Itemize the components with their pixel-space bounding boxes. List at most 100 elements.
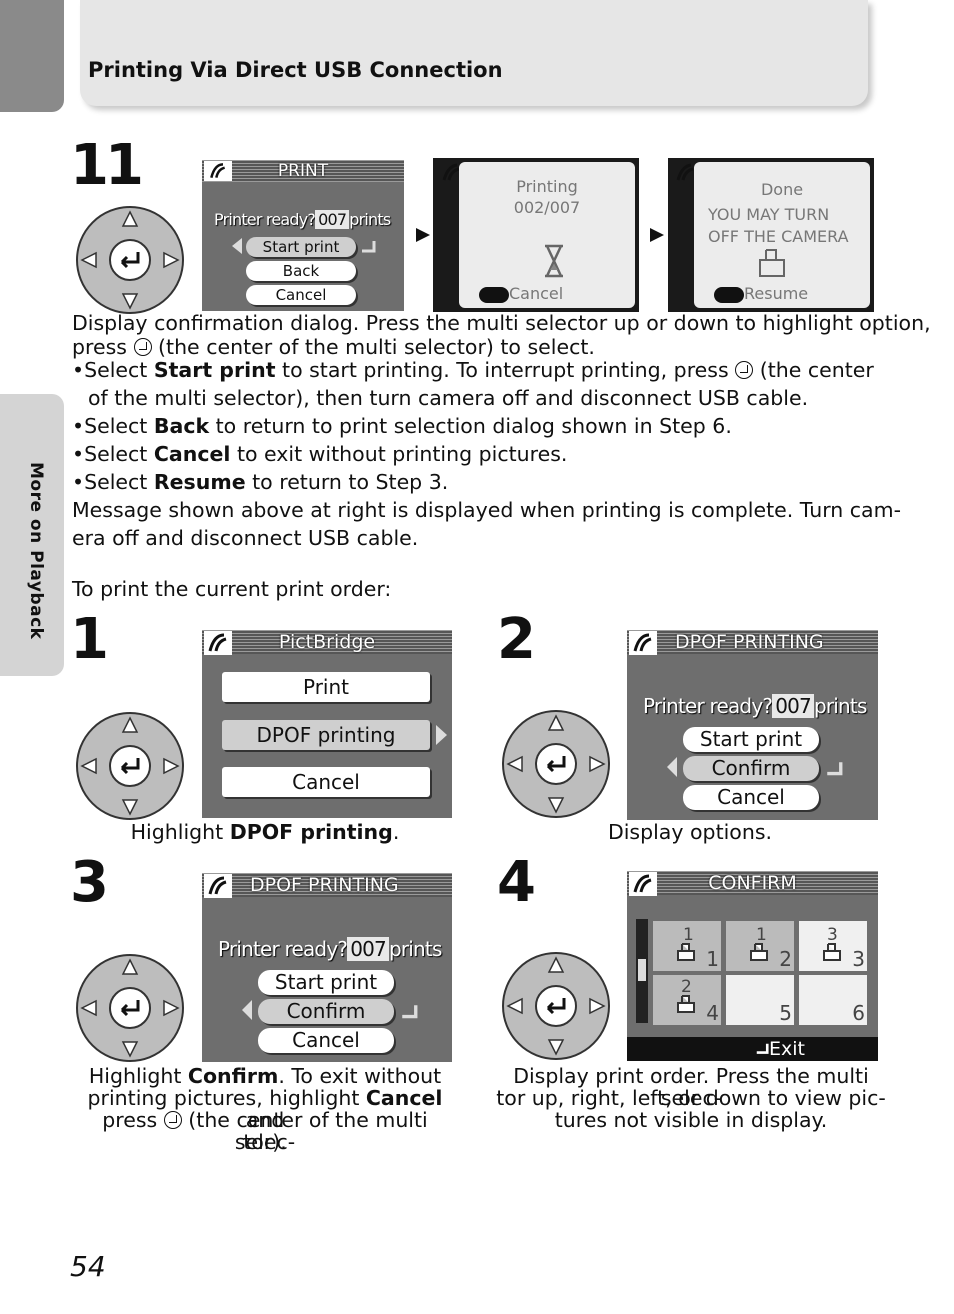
printer-icon [759,249,785,277]
left-arrow-icon [232,238,242,254]
pictbridge-logo-icon [204,631,232,655]
printing-screen: Printing 002/007 Cancel [433,158,639,312]
dpof-screen-title: DPOF PRINTING [250,874,399,896]
pictbridge-logo-icon [629,872,657,896]
intro-text: To print the current print order: [72,577,392,601]
scrollbar[interactable] [636,919,648,1023]
hourglass-icon [545,244,563,278]
message-line1: Message shown above at right is displaye… [72,498,901,522]
step4-caption-line3: tures not visible in display. [554,1108,828,1132]
enter-icon [827,762,843,776]
thumbnail-6[interactable]: 6 [799,975,867,1025]
enter-button-icon [735,361,754,379]
step3-caption-line1: Highlight Confirm. To exit without [88,1064,442,1088]
step3-caption-line3: press (the center of the multi selec- [102,1108,428,1154]
multi-selector-icon [76,954,184,1062]
printing-status: Printing [516,177,578,196]
next-arrow-icon [650,228,664,242]
step2-caption: Display options. [607,820,773,844]
print-screen-title: PRINT [277,161,329,181]
enter-icon [479,286,509,303]
confirm-option[interactable]: Confirm [258,999,394,1024]
confirm-screen-title: CONFIRM [708,872,797,894]
header-tab [0,0,64,112]
pictbridge-logo-icon [204,874,232,898]
enter-button-icon [163,1111,182,1129]
pictbridge-screen: PictBridge Print DPOF printing Cancel [202,630,452,818]
bullet-resume: •Select Resume to return to Step 3. [72,470,449,494]
pictbridge-screen-title: PictBridge [278,631,376,653]
printing-cancel[interactable]: Cancel [479,284,563,303]
back-option[interactable]: Back [246,261,356,281]
multi-selector-icon [502,952,610,1060]
start-print-option[interactable]: Start print [258,970,394,995]
pictbridge-logo-icon [629,631,657,655]
thumbnail-5[interactable]: 5 [726,975,794,1025]
multi-selector-icon [76,206,184,314]
step-number-4: 4 [497,850,536,915]
cancel-option[interactable]: Cancel [258,1028,394,1053]
print-count: 007 [347,937,389,961]
print-count: 007 [315,210,350,229]
side-tab [0,394,64,676]
step4-caption-line2: tor up, right, left, or down to view pic… [496,1086,886,1110]
dpof-screen-title: DPOF PRINTING [675,631,824,653]
thumbnail-4[interactable]: 2 4 [653,975,721,1025]
left-arrow-icon [242,1000,252,1020]
enter-icon [402,1005,418,1019]
enter-icon [756,1043,769,1054]
step-number-3: 3 [70,850,109,915]
done-message-line2: OFF THE CAMERA [708,227,849,246]
exit-button[interactable]: Exit [755,1038,805,1060]
left-arrow-icon [667,757,677,777]
bullet-start-print-line2: of the multi selector), then turn camera… [88,386,809,410]
printing-progress: 002/007 [513,198,581,217]
bullet-cancel: •Select Cancel to exit without printing … [72,442,568,466]
step-number-11: 11 [70,133,144,198]
pictbridge-logo-icon [676,163,694,181]
thumbnail-1[interactable]: 1 1 [653,921,721,971]
print-mark-icon [750,943,768,961]
print-mark-icon [677,995,695,1013]
step4-caption-line1: Display print order. Press the multi sel… [513,1064,869,1110]
side-tab-label: More on Playback [26,462,46,640]
page-title: Printing Via Direct USB Connection [88,58,503,82]
thumbnail-3[interactable]: 3 3 [799,921,867,971]
print-mark-icon [677,943,695,961]
next-arrow-icon [416,228,430,242]
pictbridge-logo-icon [204,161,232,181]
step-number-1: 1 [70,607,109,672]
start-print-option[interactable]: Start print [246,237,356,257]
step11-desc-line2: press (the center of the multi selector)… [72,335,595,359]
cancel-option[interactable]: Cancel [683,785,819,810]
scrollbar-thumb[interactable] [638,959,646,981]
enter-icon [362,241,376,253]
cancel-option[interactable]: Cancel [246,285,356,305]
step1-caption: Highlight DPOF printing. [130,820,400,844]
right-arrow-icon [436,725,447,745]
confirm-footer: Exit [627,1037,878,1061]
step3-caption-line4: tor). [243,1130,287,1154]
page-number: 54 [70,1250,106,1283]
message-line2: era off and disconnect USB cable. [72,526,419,550]
resume-option[interactable]: Resume [714,284,808,303]
start-print-option[interactable]: Start print [683,727,819,752]
thumbnail-2[interactable]: 1 2 [726,921,794,971]
confirm-option[interactable]: Confirm [683,756,819,781]
cancel-option[interactable]: Cancel [222,767,430,797]
bullet-back: •Select Back to return to print selectio… [72,414,732,438]
dpof-printing-option[interactable]: DPOF printing [222,720,430,750]
header-box [80,0,868,106]
step11-desc-line1: Display confirmation dialog. Press the m… [72,311,931,335]
done-message-line1: YOU MAY TURN [708,205,830,224]
bullet-start-print: •Select Start print to start printing. T… [72,358,874,382]
step-number-2: 2 [497,607,536,672]
print-option[interactable]: Print [222,672,430,702]
done-status: Done [760,180,804,199]
